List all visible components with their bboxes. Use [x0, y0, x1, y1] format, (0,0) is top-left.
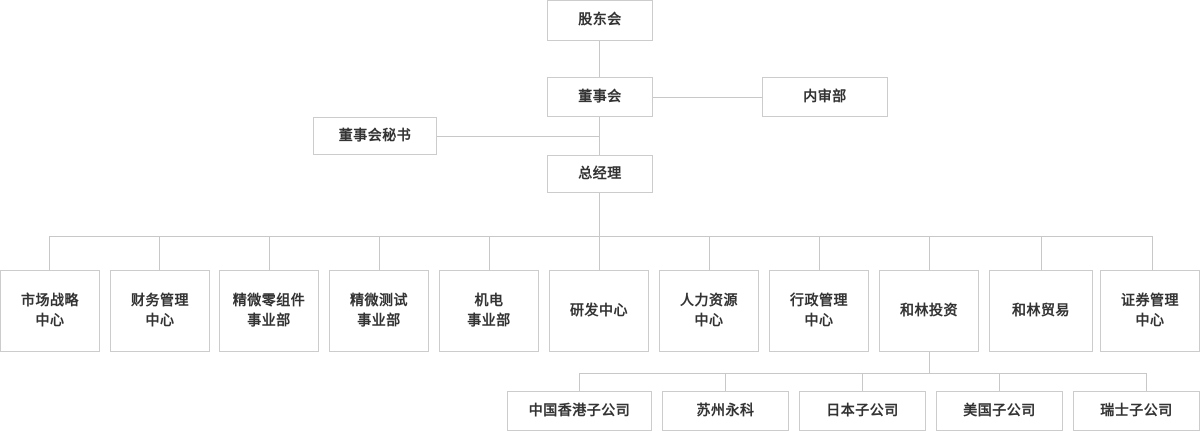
node-department-10[interactable]: 证券管理 中心 [1100, 270, 1200, 352]
node-department-1[interactable]: 财务管理 中心 [110, 270, 210, 352]
node-department-7[interactable]: 行政管理 中心 [769, 270, 869, 352]
edge-drop-dept-10 [1152, 236, 1153, 270]
node-department-0-label: 市场战略 中心 [21, 292, 79, 329]
edge-drop-dept-6 [709, 236, 710, 270]
node-general-manager[interactable]: 总经理 [547, 155, 653, 193]
edge-secretary-to-trunk [437, 136, 600, 137]
node-department-5[interactable]: 研发中心 [549, 270, 649, 352]
edge-department-bus [49, 236, 1152, 237]
edge-shareholders-to-board [599, 41, 600, 77]
node-subsidiary-0[interactable]: 中国香港子公司 [507, 391, 652, 431]
edge-general-manager-to-bus [599, 193, 600, 236]
node-department-6[interactable]: 人力资源 中心 [659, 270, 759, 352]
node-board-secretary[interactable]: 董事会秘书 [313, 117, 437, 155]
edge-board-to-internal-audit [653, 97, 762, 98]
node-board-of-directors[interactable]: 董事会 [547, 77, 653, 117]
node-subsidiary-1-label: 苏州永科 [696, 402, 755, 419]
node-department-9[interactable]: 和林贸易 [989, 270, 1093, 352]
node-subsidiary-2[interactable]: 日本子公司 [799, 391, 926, 431]
node-internal-audit-label: 内审部 [803, 88, 847, 105]
node-subsidiary-3[interactable]: 美国子公司 [936, 391, 1063, 431]
node-board-of-directors-label: 董事会 [578, 88, 622, 105]
edge-drop-subsidiary-4 [1146, 373, 1147, 391]
node-shareholders-meeting-label: 股东会 [578, 12, 622, 29]
node-subsidiary-4[interactable]: 瑞士子公司 [1073, 391, 1200, 431]
node-general-manager-label: 总经理 [578, 165, 622, 182]
node-department-8-label: 和林投资 [900, 302, 958, 319]
edge-drop-dept-5 [599, 236, 600, 270]
node-internal-audit[interactable]: 内审部 [762, 77, 888, 117]
node-department-3[interactable]: 精微测试 事业部 [329, 270, 429, 352]
node-board-secretary-label: 董事会秘书 [338, 127, 412, 144]
node-department-5-label: 研发中心 [570, 302, 628, 319]
edge-drop-subsidiary-3 [999, 373, 1000, 391]
node-department-4[interactable]: 机电 事业部 [439, 270, 539, 352]
edge-drop-dept-2 [269, 236, 270, 270]
node-department-6-label: 人力资源 中心 [680, 292, 738, 329]
node-department-4-label: 机电 事业部 [467, 292, 511, 329]
edge-drop-dept-1 [159, 236, 160, 270]
edge-drop-dept-0 [49, 236, 50, 270]
node-department-2[interactable]: 精微零组件 事业部 [219, 270, 319, 352]
edge-drop-dept-9 [1041, 236, 1042, 270]
node-department-9-label: 和林贸易 [1012, 302, 1070, 319]
edge-drop-dept-3 [379, 236, 380, 270]
node-shareholders-meeting[interactable]: 股东会 [547, 0, 653, 41]
edge-helin-investment-to-subsidiary-bus [929, 352, 930, 373]
node-department-2-label: 精微零组件 事业部 [232, 292, 306, 329]
node-department-3-label: 精微测试 事业部 [350, 292, 408, 329]
node-subsidiary-4-label: 瑞士子公司 [1100, 402, 1173, 419]
edge-drop-dept-8 [929, 236, 930, 270]
node-subsidiary-1[interactable]: 苏州永科 [662, 391, 789, 431]
node-subsidiary-0-label: 中国香港子公司 [528, 402, 631, 419]
edge-drop-subsidiary-0 [579, 373, 580, 391]
edge-drop-subsidiary-2 [862, 373, 863, 391]
node-subsidiary-3-label: 美国子公司 [963, 402, 1036, 419]
node-department-8[interactable]: 和林投资 [879, 270, 979, 352]
edge-drop-subsidiary-1 [725, 373, 726, 391]
edge-drop-dept-7 [819, 236, 820, 270]
node-subsidiary-2-label: 日本子公司 [826, 402, 899, 419]
node-department-1-label: 财务管理 中心 [131, 292, 189, 329]
node-department-0[interactable]: 市场战略 中心 [0, 270, 100, 352]
edge-drop-dept-4 [489, 236, 490, 270]
node-department-10-label: 证券管理 中心 [1121, 292, 1179, 329]
node-department-7-label: 行政管理 中心 [790, 292, 848, 329]
